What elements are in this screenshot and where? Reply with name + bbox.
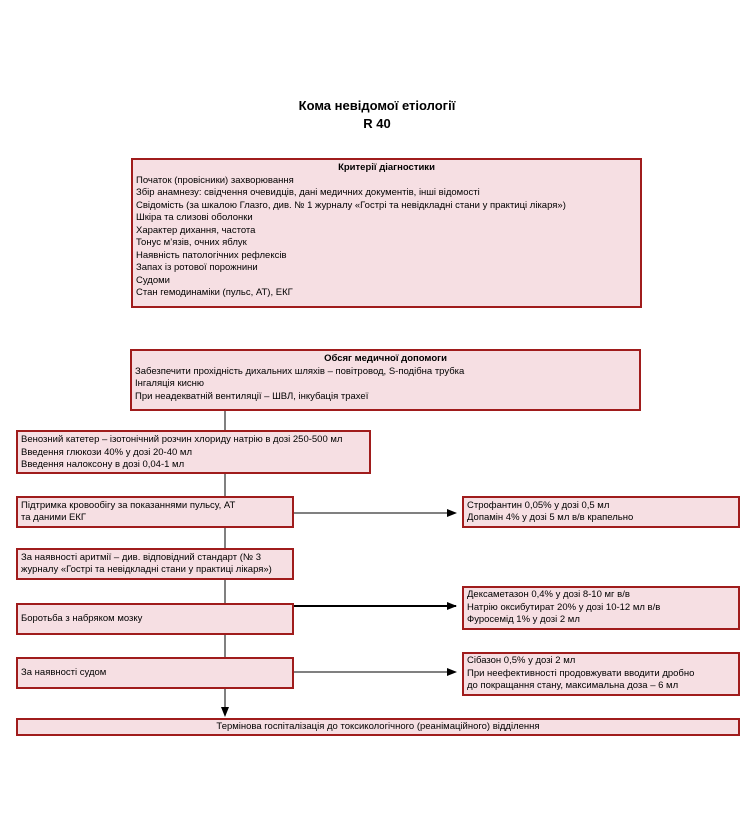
care-item: Інгаляція кисню	[135, 378, 205, 389]
criteria-box: Критерії діагностики Початок (провісники…	[131, 158, 642, 308]
page-subtitle-code: R 40	[363, 116, 391, 131]
criteria-item: Початок (провісники) захворювання	[136, 174, 294, 186]
criteria-item: Судоми	[136, 274, 170, 286]
criteria-item: Свідомість (за шкалою Глазго, див. № 1 ж…	[136, 199, 566, 211]
criteria-item: Збір анамнезу: свідчення очевидців, дані…	[136, 187, 480, 198]
circulation-line: та даними ЕКГ	[21, 512, 87, 523]
criteria-item: Запах із ротової порожнини	[136, 262, 258, 273]
circulation-box: Підтримка кровообігу за показаннями пуль…	[16, 496, 294, 528]
catheter-item: Венозний катетер – ізотонічний розчин хл…	[21, 434, 343, 445]
catheter-item: Введення налоксону в дозі 0,04-1 мл	[21, 459, 185, 470]
seizures-drug-item: до покращання стану, максимальна доза – …	[467, 680, 679, 692]
catheter-item: Введення глюкози 40% у дозі 20-40 мл	[21, 446, 192, 458]
arrhythmia-box: За наявності аритмії – див. відповідний …	[16, 548, 294, 580]
care-item: При неадекватній вентиляції – ШВЛ, інкуб…	[135, 390, 369, 402]
arrhythmia-line: журналу «Гострі та невідкладні стани у п…	[21, 564, 272, 575]
circulation-drugs-box: Строфантин 0,05% у дозі 0,5 мл Допамін 4…	[462, 496, 740, 528]
criteria-item: Наявність патологічних рефлексів	[136, 249, 287, 261]
hospitalization-box: Термінова госпіталізація до токсикологіч…	[16, 718, 740, 736]
circulation-drug-item: Строфантин 0,05% у дозі 0,5 мл	[467, 499, 610, 511]
care-box: Обсяг медичної допомоги Забезпечити прох…	[130, 349, 641, 411]
edema-drug-item: Дексаметазон 0,4% у дозі 8-10 мг в/в	[467, 589, 630, 601]
edema-box: Боротьба з набряком мозку	[16, 603, 294, 635]
seizures-box: За наявності судом	[16, 657, 294, 689]
care-item: Забезпечити прохідність дихальних шляхів…	[135, 365, 465, 377]
criteria-item: Стан гемодинаміки (пульс, АТ), ЕКГ	[136, 287, 293, 298]
criteria-header: Критерії діагностики	[338, 162, 435, 173]
hospitalization-label: Термінова госпіталізація до токсикологіч…	[216, 720, 540, 732]
circulation-drug-item: Допамін 4% у дозі 5 мл в/в крапельно	[467, 512, 634, 523]
catheter-box: Венозний катетер – ізотонічний розчин хл…	[16, 430, 371, 474]
seizures-label: За наявності судом	[21, 666, 107, 678]
page-title: Кома невідомої етіології	[298, 98, 456, 113]
edema-drug-item: Натрію оксибутират 20% у дозі 10-12 мл в…	[467, 601, 661, 613]
circulation-line: Підтримка кровообігу за показаннями пуль…	[21, 499, 236, 511]
edema-label: Боротьба з набряком мозку	[21, 612, 143, 624]
edema-drug-item: Фуросемід 1% у дозі 2 мл	[467, 614, 580, 626]
criteria-item: Тонус м’язів, очних яблук	[136, 237, 247, 248]
criteria-item: Шкіра та слизові оболонки	[136, 212, 253, 223]
criteria-item: Характер дихання, частота	[136, 224, 256, 236]
seizures-drug-item: При неефективності продовжувати вводити …	[467, 667, 695, 679]
care-header: Обсяг медичної допомоги	[324, 353, 447, 364]
seizures-drugs-box: Сібазон 0,5% у дозі 2 мл При неефективно…	[462, 652, 740, 696]
arrhythmia-line: За наявності аритмії – див. відповідний …	[21, 551, 262, 563]
seizures-drug-item: Сібазон 0,5% у дозі 2 мл	[467, 655, 576, 667]
edema-drugs-box: Дексаметазон 0,4% у дозі 8-10 мг в/в Нат…	[462, 586, 740, 630]
